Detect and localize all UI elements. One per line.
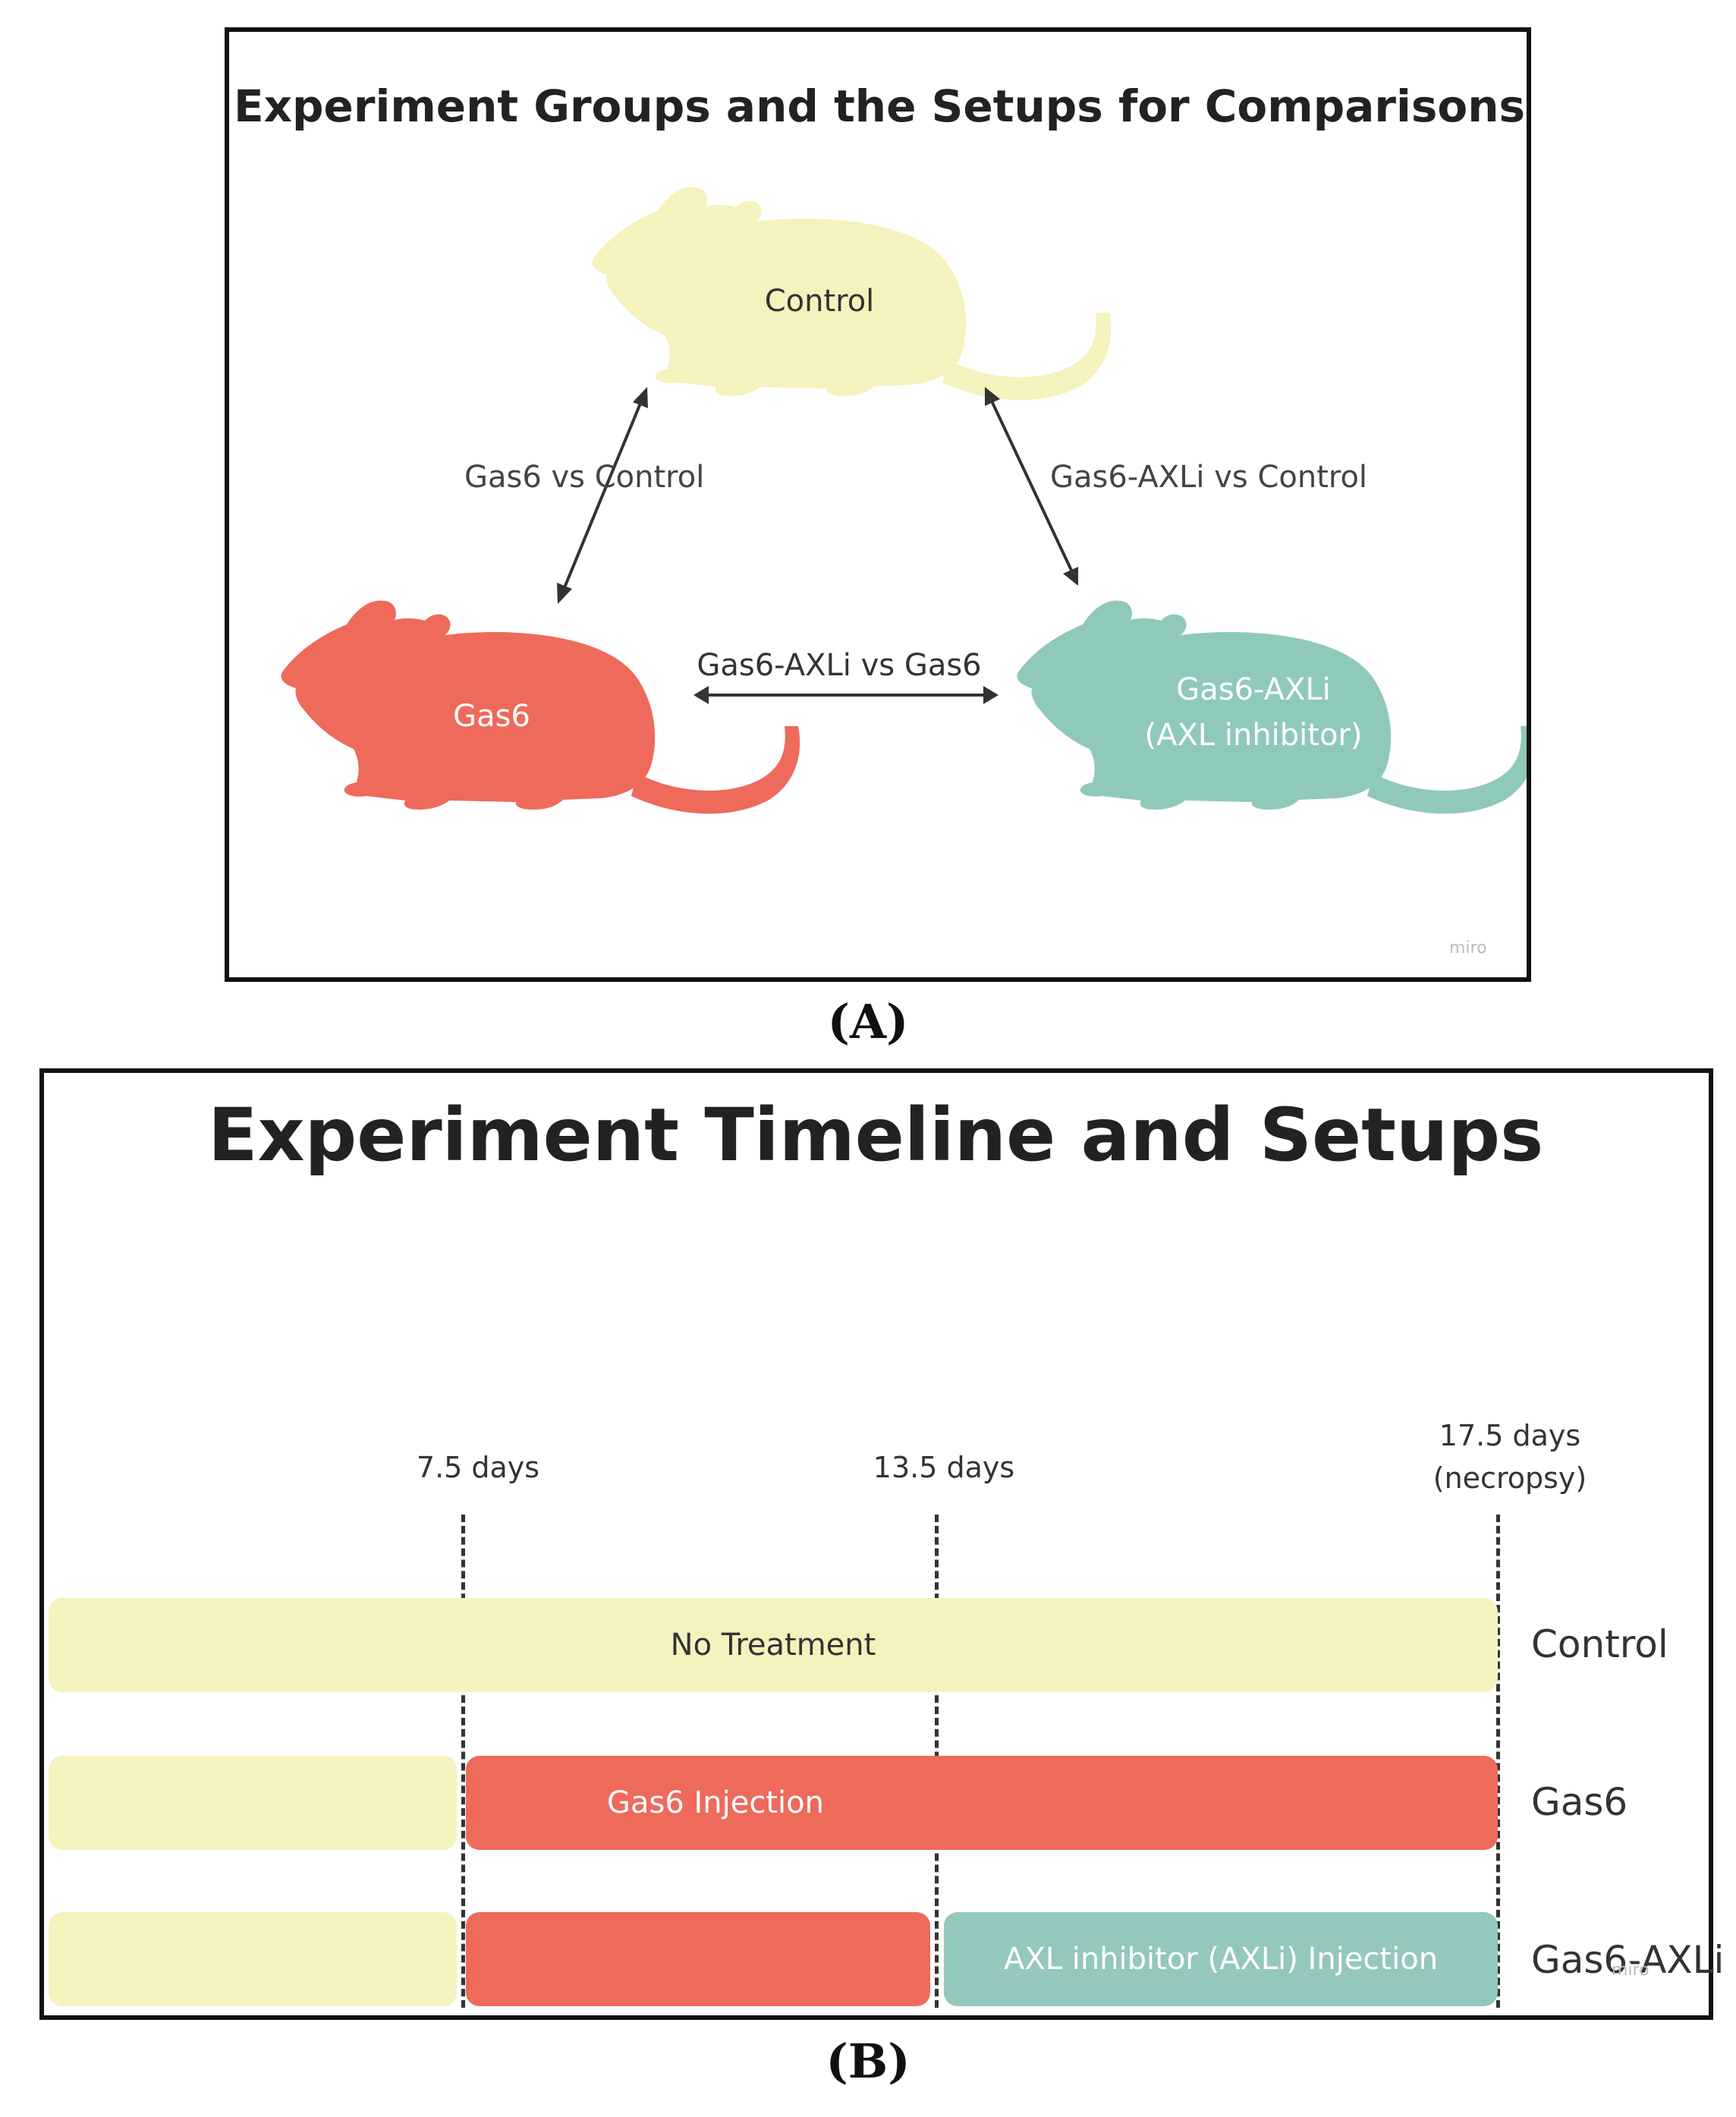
timepoint-label-7-5: 7.5 days: [416, 1451, 540, 1484]
control-bar-label: No Treatment: [670, 1628, 876, 1662]
arrowhead-up-right-icon: [985, 387, 1000, 406]
timepoint-label-13-5: 13.5 days: [873, 1451, 1015, 1484]
axli-pre-treatment-bar: [49, 1912, 457, 2006]
control-group-label: Control: [765, 284, 875, 319]
axli-group-label-line2: (AXL inhibitor): [1144, 718, 1362, 753]
row-label-gas6: Gas6: [1531, 1780, 1628, 1824]
gas6-injection-bar: Gas6 Injection: [466, 1756, 1498, 1850]
miro-watermark: miro: [1449, 939, 1487, 958]
timepoint-line-17-5: [1496, 1515, 1500, 2008]
caption-b: (B): [826, 2034, 910, 2089]
timepoint-line-7-5: [461, 1515, 465, 2008]
arrow-gas6-control: [560, 395, 645, 596]
panel-b: Experiment Timeline and Setups 7.5 days …: [39, 1068, 1724, 2020]
arrowhead-down-right-icon: [1063, 567, 1078, 586]
axli-group-label-line1: Gas6-AXLi: [1176, 672, 1331, 707]
arrow-axli-control: [987, 394, 1076, 577]
panel-a-title: Experiment Groups and the Setups for Com…: [234, 80, 1526, 132]
gas6-group-label: Gas6: [453, 699, 530, 734]
comparison-gas6-vs-control: Gas6 vs Control: [464, 460, 704, 495]
axli-injection-bar: AXL inhibitor (AXLi) Injection: [944, 1912, 1498, 2006]
miro-watermark-b: miro: [1612, 1961, 1650, 1980]
gas6-pre-treatment-bar: [49, 1756, 457, 1850]
comparison-axli-vs-control: Gas6-AXLi vs Control: [1050, 460, 1367, 495]
caption-a: (A): [827, 994, 909, 1049]
gas6-bar-label: Gas6 Injection: [607, 1785, 824, 1820]
arrowhead-left-icon: [693, 686, 709, 704]
panel-a: Experiment Groups and the Setups for Com…: [225, 27, 1531, 982]
arrowhead-up-left-icon: [633, 387, 648, 408]
comparison-arrows: [557, 387, 1078, 704]
panel-a-diagram: Control Gas6 Gas6-AXLi (AXL inhibitor): [281, 187, 1527, 958]
timepoint-label-17-5-line2: (necropsy): [1433, 1461, 1587, 1495]
control-no-treatment-bar: No Treatment: [49, 1598, 1498, 1692]
timepoint-label-17-5: 17.5 days (necropsy): [1433, 1414, 1587, 1499]
axli-bar-label: AXL inhibitor (AXLi) Injection: [1003, 1942, 1439, 1977]
comparison-axli-vs-gas6: Gas6-AXLi vs Gas6: [697, 648, 981, 683]
row-label-axli: Gas6-AXLi: [1531, 1938, 1725, 1982]
axli-gas6-phase-bar: [466, 1912, 930, 2006]
panel-b-title: Experiment Timeline and Setups: [208, 1093, 1544, 1178]
gas6-mouse-icon: [281, 600, 800, 814]
arrowhead-down-left-icon: [557, 583, 572, 604]
timepoint-label-17-5-line1: 17.5 days: [1439, 1419, 1581, 1452]
arrowhead-right-icon: [983, 686, 999, 704]
row-label-control: Control: [1531, 1622, 1668, 1666]
